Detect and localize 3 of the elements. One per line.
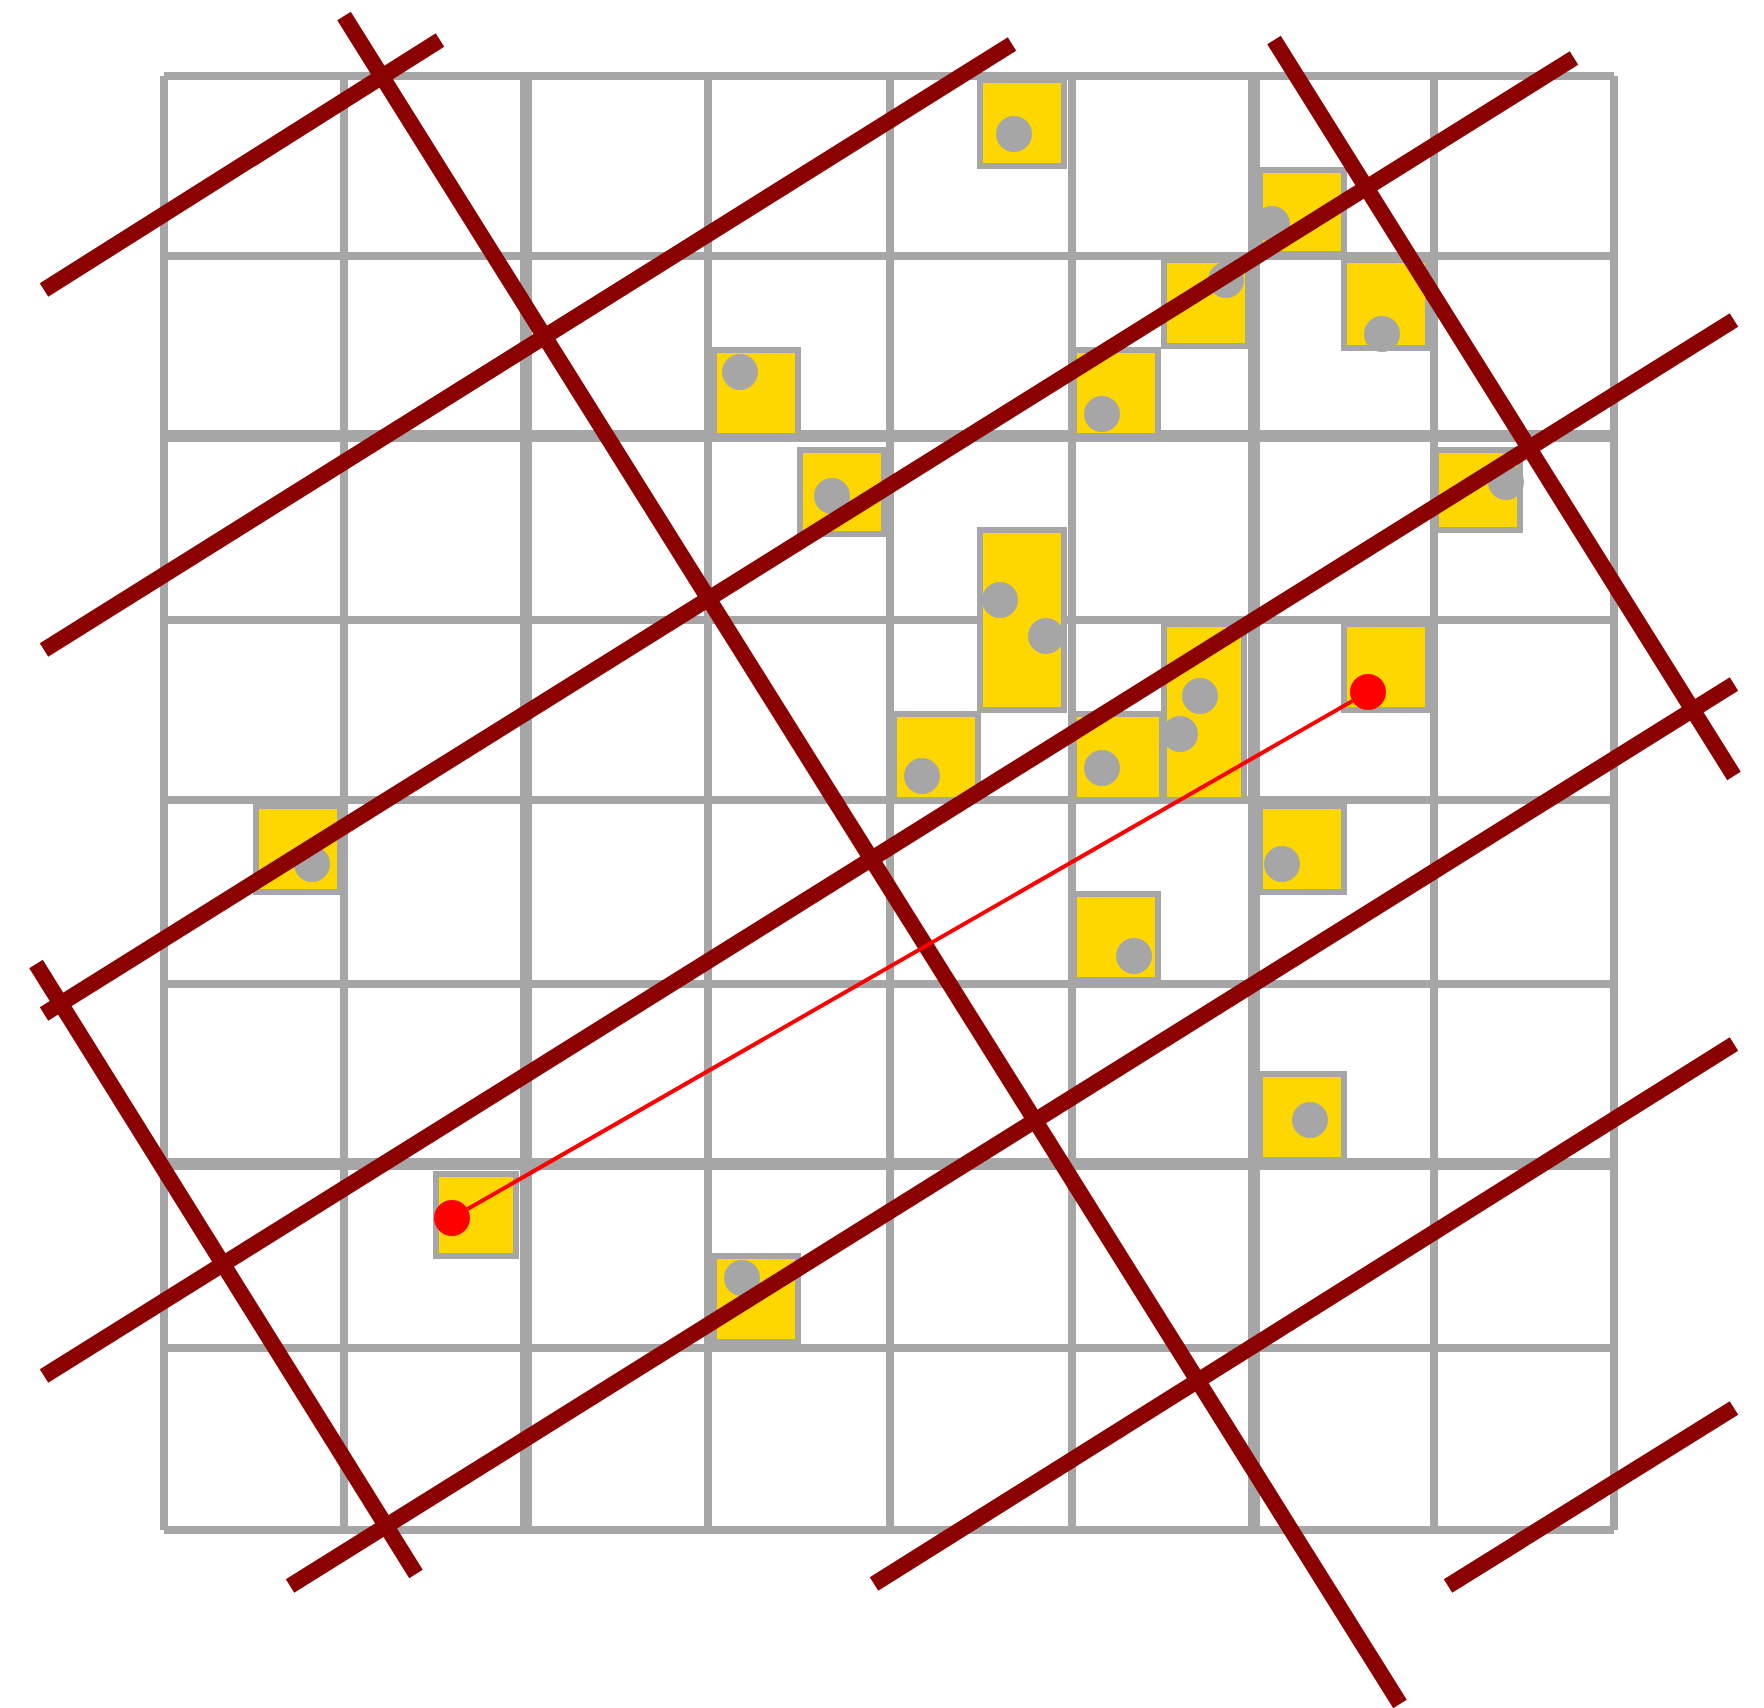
point-marker	[434, 1200, 470, 1236]
connector-line	[466, 699, 1354, 1211]
point-marker	[1350, 674, 1386, 710]
